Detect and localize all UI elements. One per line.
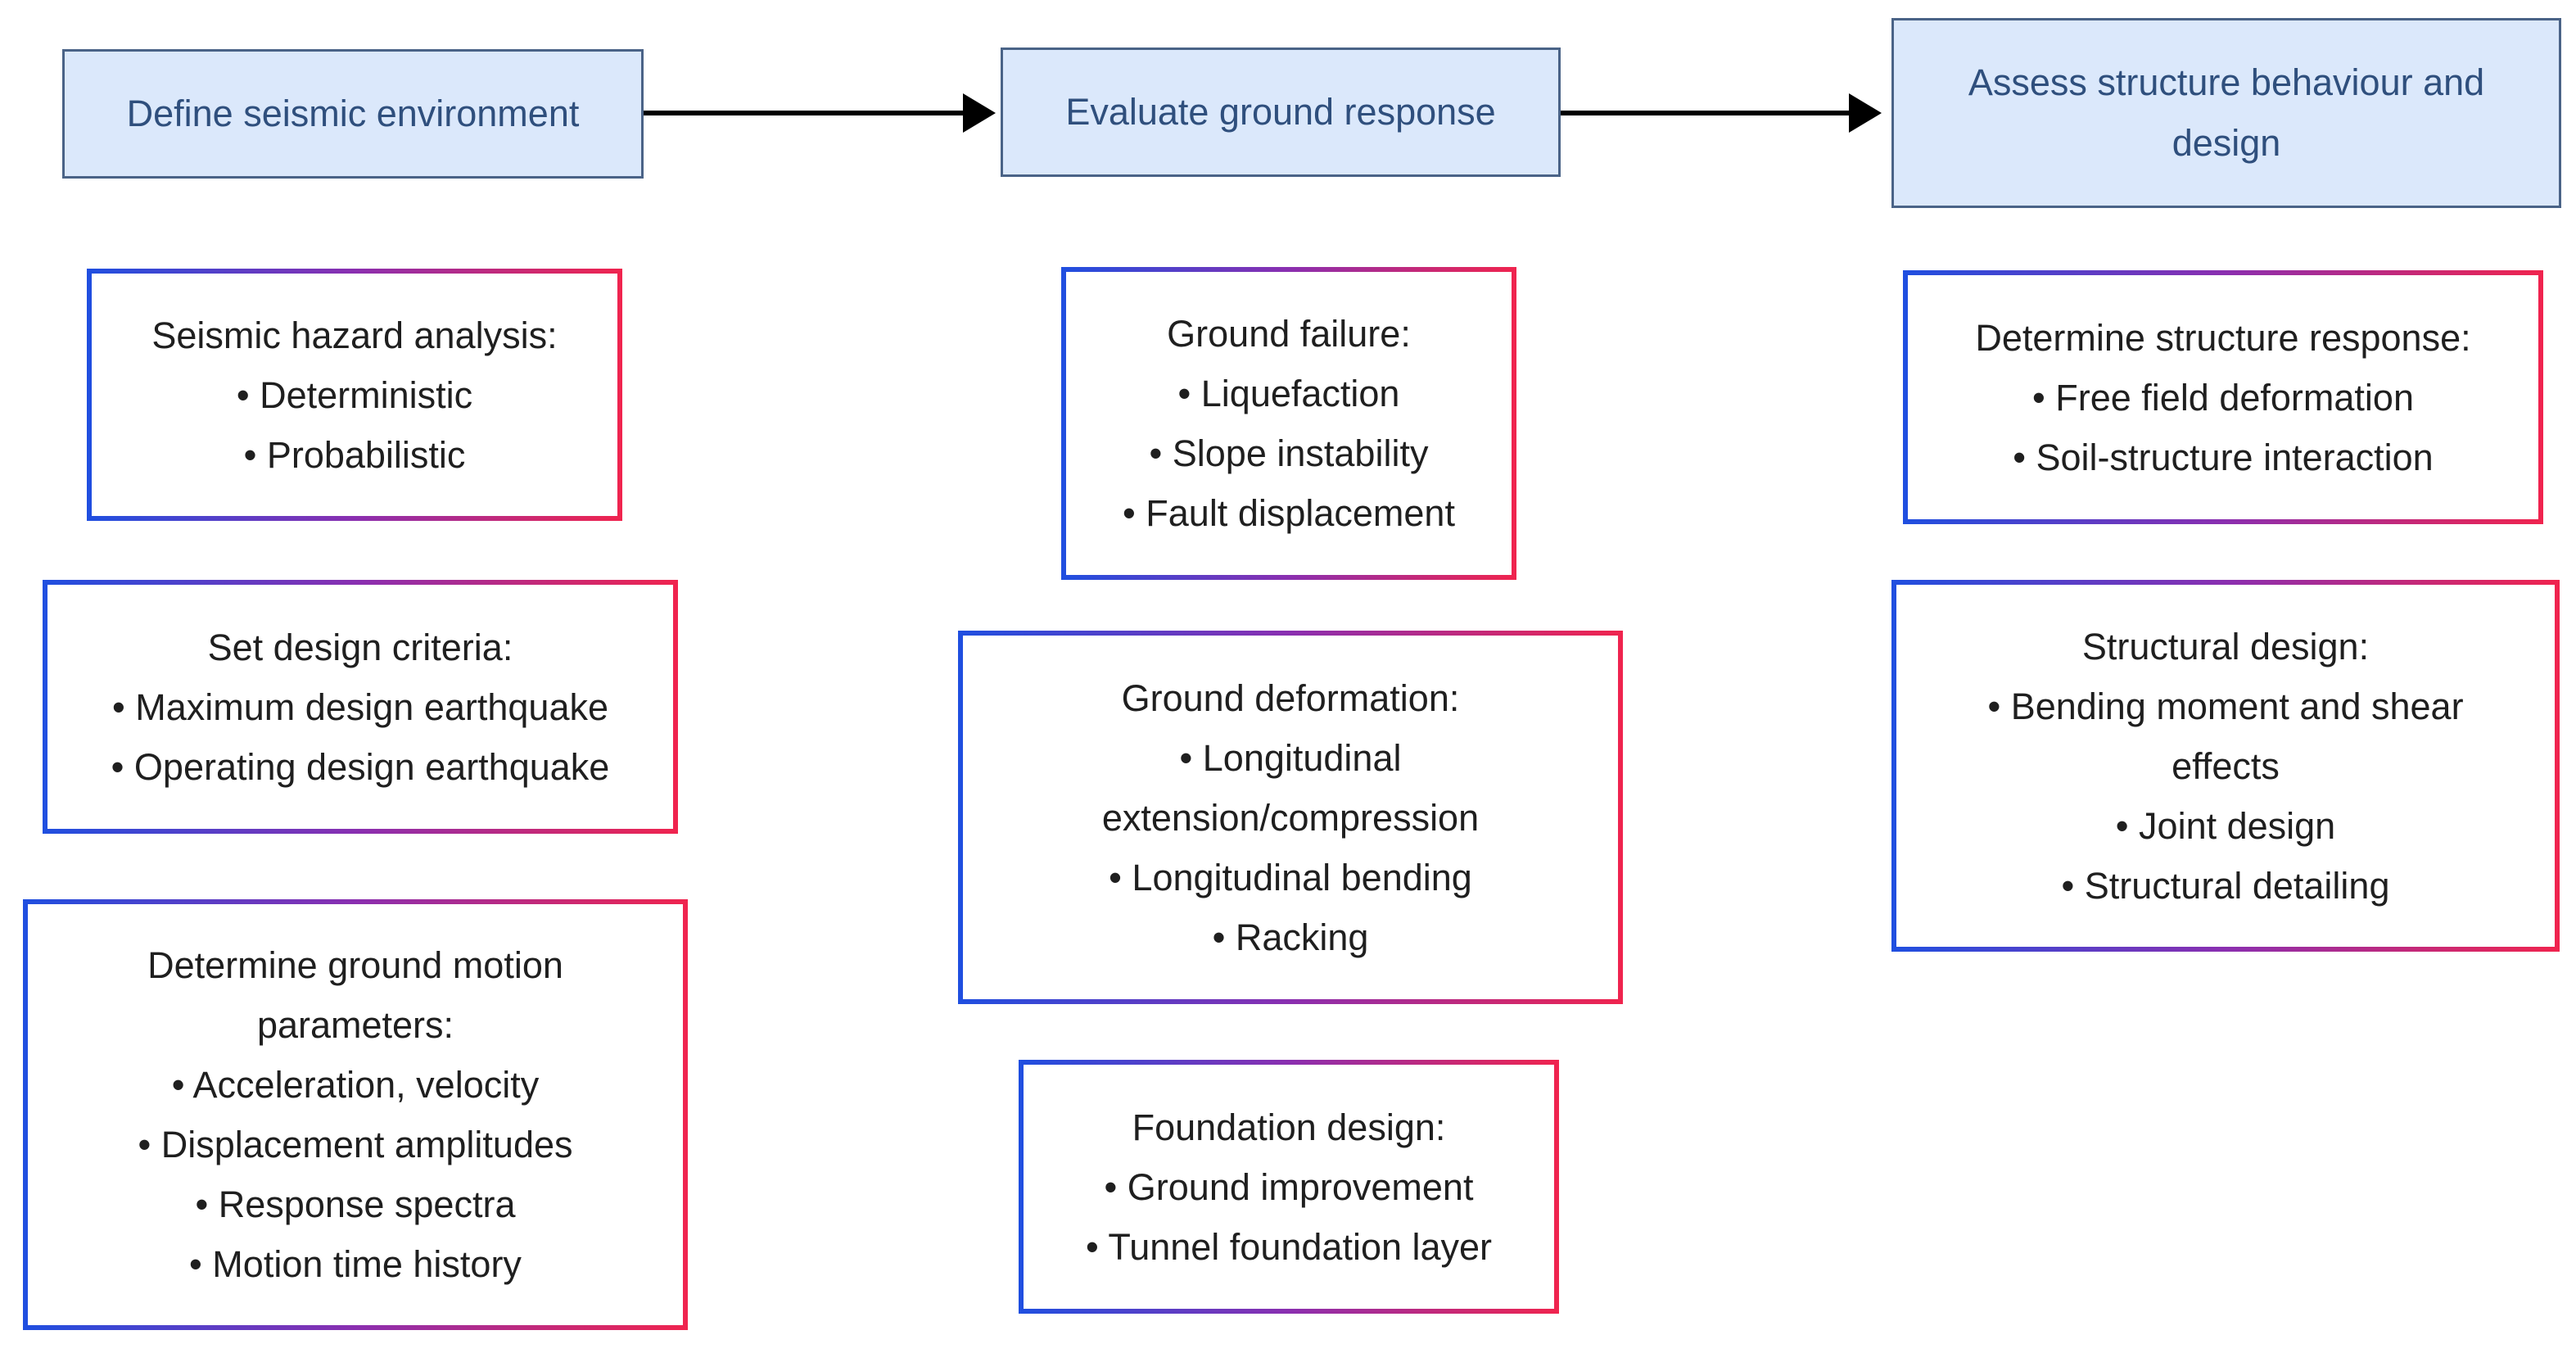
arrowhead-stage2 bbox=[963, 93, 996, 133]
box-seismic-hazard-analysis: Seismic hazard analysis: • Deterministic… bbox=[87, 269, 622, 521]
list-item: • Fault displacement bbox=[1123, 492, 1455, 534]
list-item: • Operating design earthquake bbox=[111, 745, 610, 788]
list-item: • Free field deformation bbox=[2032, 376, 2414, 419]
box-structural-design: Structural design: • Bending moment and … bbox=[1891, 580, 2560, 952]
box-ground-motion-parameters: Determine ground motion parameters: • Ac… bbox=[23, 899, 688, 1330]
list-item: • Displacement amplitudes bbox=[138, 1124, 573, 1165]
list-item: • Deterministic bbox=[236, 373, 473, 416]
box-title: Ground failure: bbox=[1167, 313, 1411, 355]
list-item: • Tunnel foundation layer bbox=[1085, 1225, 1493, 1268]
list-item: • Acceleration, velocity bbox=[171, 1064, 540, 1106]
list-item: • Response spectra bbox=[195, 1183, 516, 1225]
list-item: • Longitudinal extension/compression bbox=[1101, 736, 1480, 839]
box-determine-structure-response: Determine structure response: • Free fie… bbox=[1903, 270, 2543, 524]
box-title: Seismic hazard analysis: bbox=[151, 314, 558, 356]
list-item: • Maximum design earthquake bbox=[111, 686, 609, 728]
list-item: • Slope instability bbox=[1149, 432, 1429, 474]
box-ground-failure: Ground failure: • Liquefaction • Slope i… bbox=[1061, 267, 1516, 580]
box-ground-deformation: Ground deformation: • Longitudinal exten… bbox=[958, 631, 1623, 1004]
box-title: Set design criteria: bbox=[207, 626, 513, 668]
box-title: Ground deformation: bbox=[1121, 676, 1460, 719]
list-item: • Probabilistic bbox=[243, 433, 466, 476]
stage-title: Define seismic environment bbox=[126, 93, 580, 134]
box-set-design-criteria: Set design criteria: • Maximum design ea… bbox=[43, 580, 678, 834]
arrowhead-stage3 bbox=[1849, 93, 1882, 133]
list-item: • Ground improvement bbox=[1104, 1165, 1474, 1208]
box-foundation-design: Foundation design: • Ground improvement … bbox=[1019, 1060, 1559, 1314]
stage-header-assess-structure-behaviour: Assess structure behaviour and design bbox=[1891, 18, 2561, 208]
stage-title: Assess structure behaviour and design bbox=[1968, 61, 2485, 164]
list-item: • Liquefaction bbox=[1177, 373, 1400, 414]
stage-title: Evaluate ground response bbox=[1065, 91, 1496, 133]
box-title: Determine ground motion parameters: bbox=[147, 944, 563, 1046]
box-title: Structural design: bbox=[2081, 625, 2370, 667]
list-item: • Racking bbox=[1212, 916, 1369, 958]
list-item: • Motion time history bbox=[189, 1243, 522, 1285]
list-item: • Soil-structure interaction bbox=[2013, 436, 2434, 478]
list-item: • Longitudinal bending bbox=[1109, 856, 1472, 898]
stage-header-define-seismic-environment: Define seismic environment bbox=[62, 49, 644, 179]
list-item: • Structural detailing bbox=[2061, 864, 2390, 907]
list-item: • Joint design bbox=[2115, 804, 2336, 847]
box-title: Foundation design: bbox=[1132, 1106, 1446, 1148]
box-title: Determine structure response: bbox=[1975, 316, 2471, 359]
list-item: • Bending moment and shear effects bbox=[1987, 685, 2464, 787]
stage-header-evaluate-ground-response: Evaluate ground response bbox=[1001, 48, 1561, 177]
